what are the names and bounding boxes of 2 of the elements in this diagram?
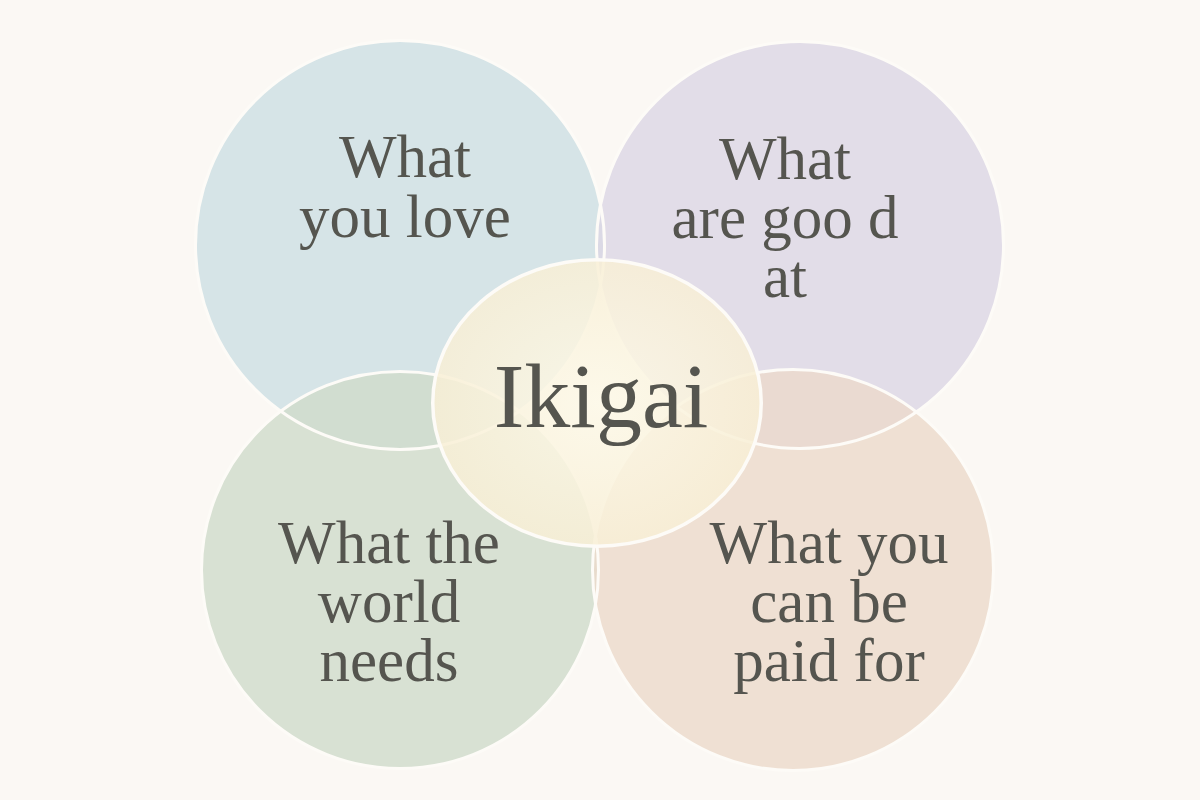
circle-label: What the world needs bbox=[278, 512, 500, 690]
circle-label: What are goo d at bbox=[671, 128, 899, 306]
